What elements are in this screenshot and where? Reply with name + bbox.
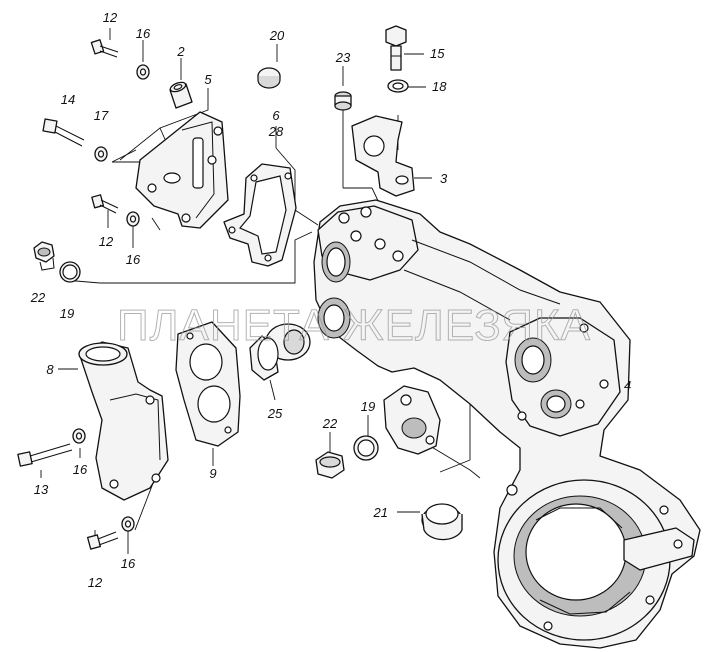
callout-part-16-top: 16 <box>136 26 151 41</box>
callout-part-18: 18 <box>432 79 447 94</box>
callout-part-3: 3 <box>440 171 448 186</box>
callout-part-4: 4 <box>624 378 631 393</box>
callout-part-12-middle: 12 <box>99 234 114 249</box>
washer-16-middle <box>126 211 140 227</box>
oring-19-left <box>59 261 81 283</box>
callout-part-21: 21 <box>373 505 388 520</box>
callout-part-22-middle: 22 <box>322 416 338 431</box>
callout-part-22-left: 22 <box>30 290 46 305</box>
washer-16-lower <box>72 428 86 444</box>
seal-ring-part-21 <box>421 503 463 541</box>
oring-19-middle <box>353 435 379 461</box>
gasket-part-9 <box>175 321 241 447</box>
callout-part-16-lower: 16 <box>73 462 88 477</box>
bolt-part-15 <box>385 25 407 71</box>
washer-16-bottom <box>121 516 135 532</box>
callout-part-28: 28 <box>268 124 284 139</box>
callout-part-25: 25 <box>267 406 283 421</box>
outlet-elbow-part-8 <box>78 341 169 501</box>
callout-part-23: 23 <box>335 50 351 65</box>
callout-part-2: 2 <box>176 44 185 59</box>
callout-part-20: 20 <box>269 28 285 43</box>
washer-part-18 <box>387 79 409 93</box>
flange-part-5 <box>135 111 229 229</box>
callout-part-17: 17 <box>94 108 109 123</box>
cap-part-20 <box>257 67 281 89</box>
callout-part-19-left: 19 <box>60 306 74 321</box>
callout-part-15: 15 <box>430 46 445 61</box>
gasket-part-6-28 <box>223 163 297 267</box>
callout-part-8: 8 <box>46 362 54 377</box>
bolt-part-13 <box>17 443 73 467</box>
plug-22-middle <box>315 451 345 479</box>
main-housing-part-4 <box>313 199 701 649</box>
callout-part-6: 6 <box>272 108 280 123</box>
bolt-12-bottom <box>86 531 119 550</box>
bolt-part-14 <box>42 118 85 147</box>
watermark-text: ПЛАНЕТА ЖЕЛЕЗЯКА <box>117 301 591 350</box>
callout-labels: 2 3 4 5 6 28 8 9 12 12 12 13 14 15 16 16… <box>30 10 631 590</box>
callout-part-16-bottom: 16 <box>121 556 136 571</box>
thermostat-part-25 <box>249 323 311 381</box>
washer-part-17 <box>94 146 108 162</box>
plug-22-left <box>33 241 55 271</box>
callout-part-14: 14 <box>61 92 75 107</box>
bolt-12-middle <box>91 194 119 214</box>
callout-part-13: 13 <box>34 482 49 497</box>
callout-part-12-bottom: 12 <box>88 575 103 590</box>
callout-part-16-middle: 16 <box>126 252 141 267</box>
callout-part-19-middle: 19 <box>361 399 375 414</box>
callout-part-9: 9 <box>209 466 216 481</box>
plug-part-23 <box>334 91 352 111</box>
callout-part-5: 5 <box>204 72 212 87</box>
bolt-12-top <box>90 39 119 58</box>
washer-16-top <box>136 64 150 80</box>
callout-part-12-top: 12 <box>103 10 118 25</box>
housing-side-bracket <box>383 385 441 455</box>
tube-part-2 <box>169 81 193 109</box>
bracket-part-3 <box>351 115 415 197</box>
